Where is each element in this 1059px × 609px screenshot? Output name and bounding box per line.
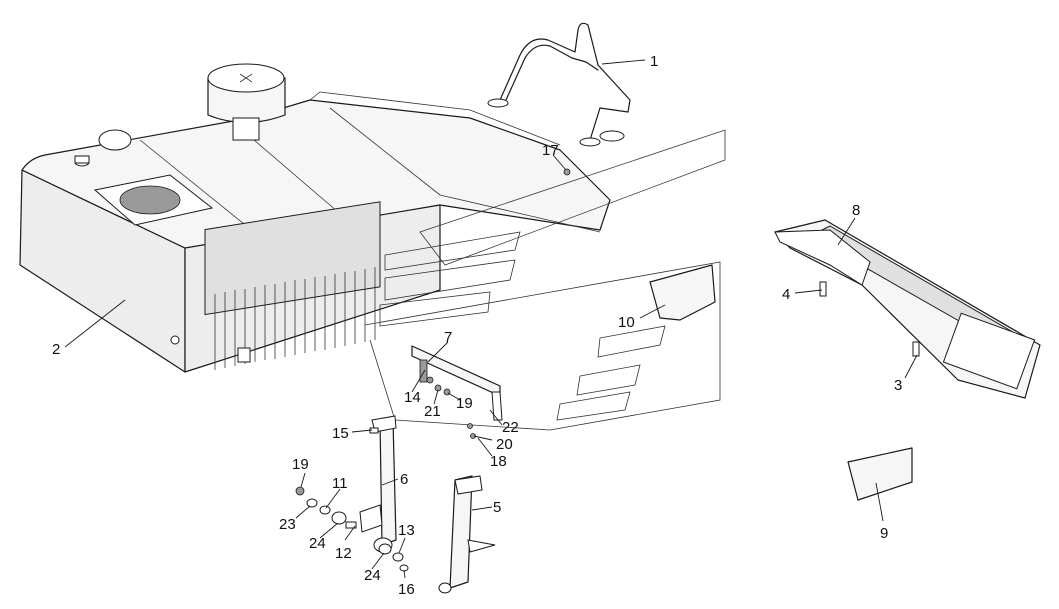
air-cleaner [207, 63, 286, 141]
callout-9: 9 [880, 525, 888, 542]
callout-7: 7 [444, 329, 452, 346]
callout-1: 1 [650, 53, 658, 70]
plate-9 [847, 447, 913, 501]
callout-19-left: 19 [292, 456, 309, 473]
fender [774, 219, 1041, 399]
callout-14: 14 [404, 389, 421, 406]
callout-4: 4 [782, 286, 790, 303]
callout-6: 6 [400, 471, 408, 488]
callout-10: 10 [618, 314, 635, 331]
support-5 [438, 475, 496, 594]
bracket-4 [819, 281, 827, 297]
callout-23: 23 [279, 516, 296, 533]
callout-labels: 1 2 3 4 5 6 7 8 9 10 11 12 13 14 15 16 1… [52, 53, 902, 598]
bracket-7 [411, 345, 503, 421]
callout-24-left: 24 [309, 535, 326, 552]
callout-11: 11 [332, 475, 348, 492]
phantom-outline [364, 129, 726, 431]
callout-16: 16 [398, 581, 415, 598]
callout-13: 13 [398, 522, 415, 539]
radiator-grill [204, 201, 381, 316]
callout-2: 2 [52, 341, 60, 358]
callout-22: 22 [502, 419, 519, 436]
callout-24-right: 24 [364, 567, 381, 584]
bracket-3 [912, 341, 920, 357]
roll-bar [487, 22, 631, 147]
callout-18: 18 [490, 453, 507, 470]
callout-12: 12 [335, 545, 352, 562]
callout-5: 5 [493, 499, 501, 516]
callout-20: 20 [496, 436, 513, 453]
callout-17: 17 [542, 142, 559, 159]
hardware [295, 168, 571, 572]
leader-lines [64, 59, 918, 579]
engine-hood [19, 91, 611, 373]
plate-10 [649, 264, 716, 321]
callout-3: 3 [894, 377, 902, 394]
callout-21: 21 [424, 403, 441, 420]
callout-8: 8 [852, 202, 860, 219]
callout-15: 15 [332, 425, 349, 442]
callout-19-right: 19 [456, 395, 473, 412]
support-6 [359, 415, 397, 553]
